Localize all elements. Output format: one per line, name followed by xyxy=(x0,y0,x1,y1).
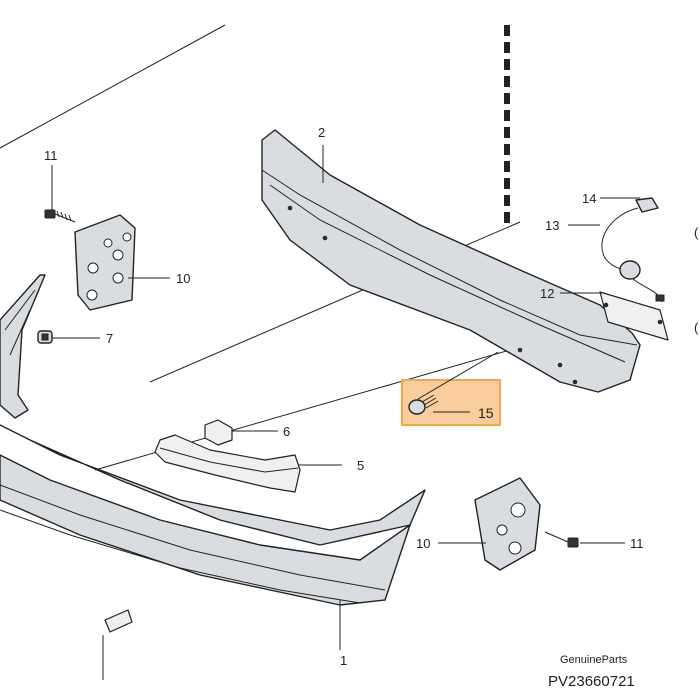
callout-10-left: 10 xyxy=(176,271,190,286)
callout-2: 2 xyxy=(318,125,325,140)
callout-7: 7 xyxy=(106,331,113,346)
callout-6: 6 xyxy=(283,424,290,439)
watermark-code: PV23660721 xyxy=(548,673,635,690)
bolt-top xyxy=(44,209,76,223)
bumper-cover xyxy=(0,424,426,606)
edge-paren-2: ( xyxy=(694,320,699,335)
plate-holder xyxy=(599,291,669,341)
right-bracket xyxy=(474,477,541,571)
lamp-wiring xyxy=(601,197,665,303)
callout-13: 13 xyxy=(545,218,559,233)
callout-12: 12 xyxy=(540,286,554,301)
left-corner-piece xyxy=(0,274,46,419)
callout-15: 15 xyxy=(478,405,494,421)
callout-14: 14 xyxy=(582,191,596,206)
bolt-right xyxy=(544,531,579,548)
callout-10-right: 10 xyxy=(416,536,430,551)
callout-1: 1 xyxy=(340,653,347,668)
watermark-brand: GenuineParts xyxy=(560,654,628,666)
edge-paren-1: ( xyxy=(694,225,699,240)
bumper-beam xyxy=(261,129,641,393)
callout-11-top: 11 xyxy=(44,148,58,163)
bottom-clip xyxy=(102,609,133,680)
callout-11-right: 11 xyxy=(630,536,644,551)
callout-5: 5 xyxy=(357,458,364,473)
trim-strip xyxy=(154,434,301,493)
clip-6 xyxy=(204,419,233,446)
leader-lines xyxy=(51,145,640,650)
clip-7 xyxy=(37,330,53,344)
left-bracket xyxy=(74,214,136,311)
screw-15 xyxy=(408,394,439,415)
